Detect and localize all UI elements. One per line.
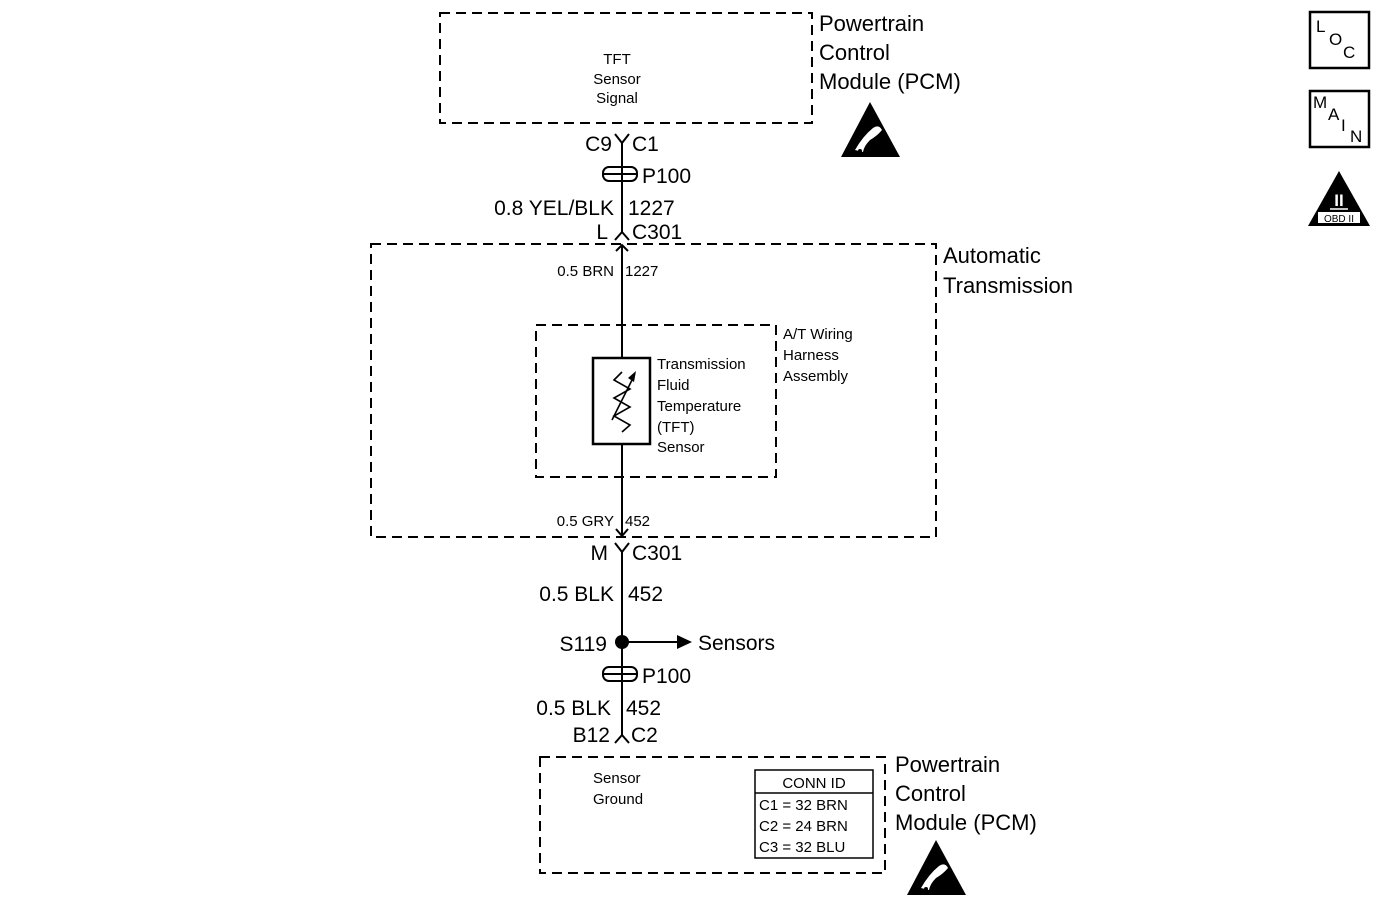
c301-bottom-symbol: [614, 542, 630, 554]
conn-id-row-3: C3 = 32 BLU: [759, 839, 845, 856]
esd-warning-icon: [841, 102, 900, 157]
main-letter-3: I: [1341, 116, 1346, 135]
wire-bottom-circuit: 452: [626, 697, 661, 720]
bottom-pin-right: C2: [631, 724, 658, 747]
harness-line-1: A/T Wiring: [783, 326, 853, 343]
bottom-connector-symbol: [614, 733, 630, 744]
thermistor-icon: [611, 371, 636, 433]
pcm-top-signal-line-2: Sensor: [593, 71, 641, 88]
c301-top-label: C301: [632, 221, 682, 244]
tft-sensor-line-2: Fluid: [657, 377, 690, 394]
wire-inner-top-circuit: 1227: [625, 263, 658, 280]
conn-id-table: CONN ID C1 = 32 BRN C2 = 24 BRN C3 = 32 …: [754, 769, 874, 859]
p100-top-label: P100: [642, 165, 691, 188]
splice-arrow-icon: [677, 635, 692, 649]
pcm-top-boundary: [439, 12, 813, 124]
main-letter-2: A: [1328, 105, 1340, 124]
top-pin-right: C1: [632, 133, 659, 156]
wire-inner-bottom-color: 0.5 GRY: [557, 513, 614, 530]
harness-line-2: Harness: [783, 347, 839, 364]
loc-letter-1: L: [1316, 17, 1325, 36]
loc-letter-2: O: [1329, 30, 1342, 49]
p100-top-symbol: [602, 166, 638, 182]
top-pin-left: C9: [585, 133, 612, 156]
obd-ii-roman: II: [1334, 191, 1343, 210]
wire-inner-bottom-circuit: 452: [625, 513, 650, 530]
conn-id-title: CONN ID: [782, 775, 846, 792]
obd-ii-label: OBD II: [1324, 214, 1354, 225]
wire-mid-color: 0.5 BLK: [539, 583, 614, 606]
loc-icon[interactable]: L O C: [1308, 10, 1371, 70]
wire-bottom-color: 0.5 BLK: [536, 697, 611, 720]
c301-top-symbol: [614, 230, 630, 241]
harness-line-3: Assembly: [783, 368, 849, 385]
transmission-title-line-2: Transmission: [943, 273, 1073, 298]
p100-bottom-symbol: [602, 666, 638, 682]
main-letter-1: M: [1313, 93, 1327, 112]
splice-s119-label: S119: [560, 633, 608, 656]
pcm-bottom-ground-line-1: Sensor: [593, 770, 641, 787]
p100-bottom-label: P100: [642, 665, 691, 688]
tft-sensor-line-3: Temperature: [657, 398, 741, 415]
pcm-top-title-line-2: Control: [819, 40, 890, 65]
wire-top-circuit: 1227: [628, 197, 675, 220]
tft-sensor-line-4: (TFT): [657, 419, 694, 436]
bottom-pin-left: B12: [573, 724, 610, 747]
pcm-bottom-title-line-2: Control: [895, 781, 966, 806]
harness-boundary: [535, 324, 777, 478]
top-connector-symbol: [614, 133, 630, 145]
tft-sensor-line-5: Sensor: [657, 439, 705, 456]
esd-warning-icon-bottom: [907, 840, 966, 895]
pcm-top-signal-line-3: Signal: [596, 90, 638, 107]
splice-destination: Sensors: [698, 632, 775, 655]
main-icon[interactable]: M A I N: [1308, 89, 1371, 149]
c301-top-pin: L: [596, 221, 608, 244]
c301-bottom-inner-symbol: [615, 528, 629, 538]
pcm-bottom-title-line-3: Module (PCM): [895, 810, 1037, 835]
pcm-top-title-line-3: Module (PCM): [819, 69, 961, 94]
wire-top-color: 0.8 YEL/BLK: [494, 197, 614, 220]
conn-id-row-2: C2 = 24 BRN: [759, 818, 848, 835]
pcm-top-title-line-1: Powertrain: [819, 11, 924, 36]
wire-mid-circuit: 452: [628, 583, 663, 606]
pcm-bottom-title-line-1: Powertrain: [895, 752, 1000, 777]
tft-sensor-line-1: Transmission: [657, 356, 746, 373]
obd-ii-icon[interactable]: II OBD II: [1308, 171, 1370, 226]
c301-bottom-pin: M: [591, 542, 609, 565]
pcm-bottom-boundary: [539, 756, 886, 874]
pcm-top-signal-line-1: TFT: [603, 51, 631, 68]
c301-bottom-label: C301: [632, 542, 682, 565]
transmission-title-line-1: Automatic: [943, 243, 1041, 268]
loc-letter-3: C: [1343, 43, 1355, 62]
transmission-boundary: [370, 243, 937, 538]
wire-inner-top-color: 0.5 BRN: [557, 263, 614, 280]
main-letter-4: N: [1350, 127, 1362, 146]
pcm-bottom-ground-line-2: Ground: [593, 791, 643, 808]
conn-id-row-1: C1 = 32 BRN: [759, 797, 848, 814]
